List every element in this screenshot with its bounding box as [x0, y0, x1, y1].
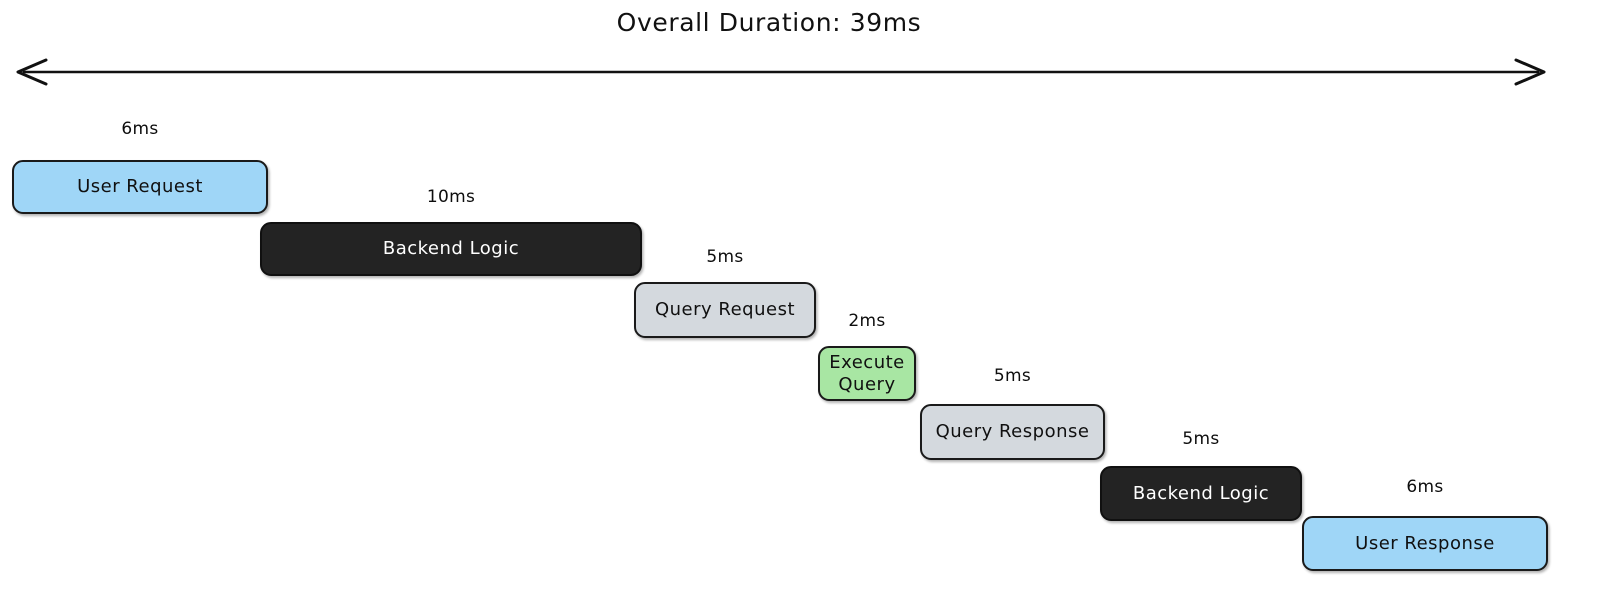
stage-box[interactable]: Execute Query [818, 346, 916, 401]
stage-box[interactable]: Query Response [920, 404, 1105, 460]
stage-label: User Response [1355, 532, 1495, 554]
stage-duration-label: 5ms [706, 247, 744, 267]
stage-label: Execute Query [829, 352, 905, 395]
page-title: Overall Duration: 39ms [616, 8, 922, 37]
stage-box[interactable]: User Request [12, 160, 268, 214]
stage-duration-label: 2ms [848, 311, 886, 331]
overall-duration-axis [0, 52, 1600, 92]
double-headed-arrow-icon [16, 58, 1546, 86]
stage-duration-label: 6ms [121, 119, 159, 139]
stage-label: Query Request [654, 299, 796, 321]
stage-duration-label: 10ms [426, 187, 476, 207]
stage-box[interactable]: User Response [1302, 516, 1548, 571]
stage-box[interactable]: Backend Logic [1100, 466, 1302, 521]
stage-label: Query Response [935, 421, 1090, 443]
stage-box[interactable]: Backend Logic [260, 222, 642, 276]
stage-label: Backend Logic [1132, 482, 1270, 504]
stage-box[interactable]: Query Request [634, 282, 816, 338]
stage-duration-label: 6ms [1406, 477, 1444, 497]
stage-label: Backend Logic [382, 238, 520, 260]
stage-duration-label: 5ms [1182, 429, 1220, 449]
stage-duration-label: 5ms [993, 366, 1032, 386]
stage-label: User Request [77, 176, 203, 198]
